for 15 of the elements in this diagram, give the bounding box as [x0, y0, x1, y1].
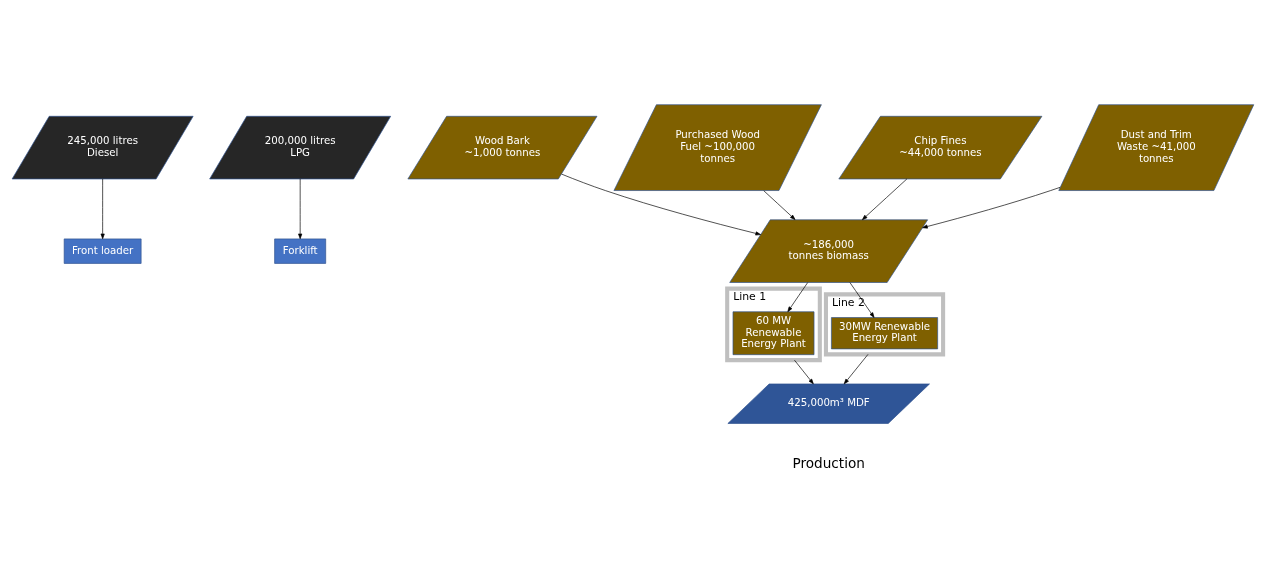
- arrow: [843, 354, 869, 385]
- arrow: [561, 173, 761, 236]
- node-box: 30MW Renewable Energy Plant: [831, 317, 938, 350]
- arrow: [862, 178, 908, 220]
- node-box: Forklift: [274, 238, 327, 264]
- arrow: [100, 178, 105, 240]
- node-box: 60 MW Renewable Energy Plant: [732, 311, 815, 355]
- arrow: [763, 190, 796, 220]
- arrow: [849, 282, 875, 318]
- arrow: [794, 359, 814, 385]
- arrow: [922, 187, 1061, 229]
- label: Production: [792, 455, 865, 472]
- node-box: Front loader: [63, 238, 142, 264]
- arrow: [787, 282, 808, 312]
- arrow: [298, 178, 303, 240]
